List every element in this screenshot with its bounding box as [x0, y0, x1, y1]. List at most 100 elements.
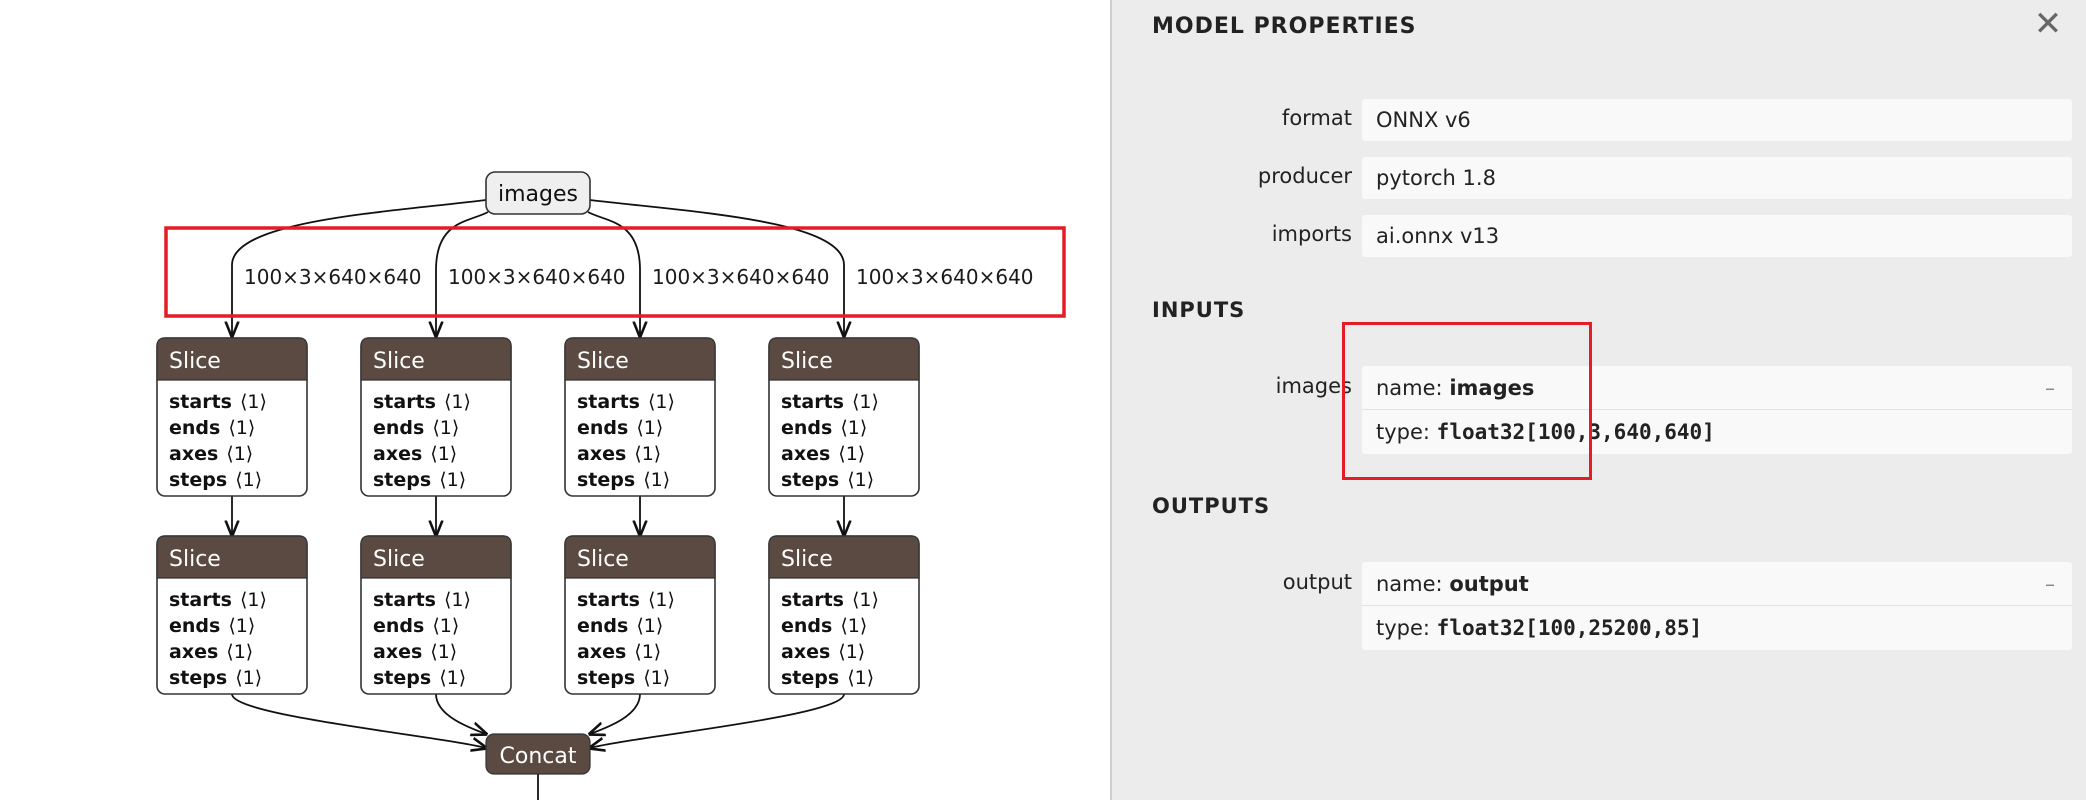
slice-node-header	[768, 337, 920, 381]
prop-value-format: ONNX v6	[1362, 99, 2072, 141]
slice-attr-axes: axes⟨1⟩	[577, 641, 661, 663]
output-box: name: output – type: float32[100,25200,8…	[1362, 562, 2072, 650]
slice-attr-starts: starts⟨1⟩	[577, 589, 675, 611]
input-type-prefix: type:	[1376, 420, 1437, 444]
outputs-section-title: OUTPUTS	[1152, 494, 1271, 518]
slice-node-title: Slice	[781, 547, 833, 572]
slice-attr-ends: ends⟨1⟩	[577, 417, 663, 439]
slice-attr-starts: starts⟨1⟩	[781, 589, 879, 611]
output-name-row: name: output –	[1362, 562, 2072, 606]
edge-label-2: 100×3×640×640	[448, 265, 626, 289]
slice-attr-starts: starts⟨1⟩	[577, 391, 675, 413]
input-name-prefix: name:	[1376, 376, 1450, 400]
output-label-output: output	[1282, 570, 1352, 594]
slice-nodes: Slicestarts⟨1⟩ends⟨1⟩axes⟨1⟩steps⟨1⟩Slic…	[156, 337, 920, 695]
slice-attr-starts: starts⟨1⟩	[169, 391, 267, 413]
output-name-prefix: name:	[1376, 572, 1450, 596]
inputs-section-title: INPUTS	[1152, 298, 1246, 322]
slice-attr-axes: axes⟨1⟩	[169, 641, 253, 663]
edge-label-4: 100×3×640×640	[856, 265, 1034, 289]
slice-attr-steps: steps⟨1⟩	[169, 469, 262, 491]
slice-node[interactable]: Slice starts⟨1⟩ ends⟨1⟩ axes⟨1⟩ steps⟨1⟩	[156, 337, 308, 497]
slice-attr-starts: starts⟨1⟩	[373, 391, 471, 413]
slice-attr-starts: starts⟨1⟩	[169, 589, 267, 611]
slice-node[interactable]: Slice starts⟨1⟩ ends⟨1⟩ axes⟨1⟩ steps⟨1⟩	[564, 337, 716, 497]
edge-images-slice4	[589, 199, 844, 336]
slice-node-header	[564, 535, 716, 579]
slice-attr-steps: steps⟨1⟩	[169, 667, 262, 689]
prop-value-imports: ai.onnx v13	[1362, 215, 2072, 257]
input-node-images[interactable]: images	[485, 171, 591, 215]
input-name-value: images	[1449, 376, 1535, 400]
graph-canvas[interactable]: 100×3×640×640 100×3×640×640 100×3×640×64…	[0, 0, 1110, 800]
slice-node-title: Slice	[577, 349, 629, 374]
edges-concat	[231, 693, 845, 800]
collapse-icon[interactable]: –	[2045, 572, 2055, 596]
edge-images-slice1	[232, 199, 487, 336]
slice-node[interactable]: Slice starts⟨1⟩ ends⟨1⟩ axes⟨1⟩ steps⟨1⟩	[360, 337, 512, 497]
slice-attr-starts: starts⟨1⟩	[781, 391, 879, 413]
slice-node[interactable]: Slice starts⟨1⟩ ends⟨1⟩ axes⟨1⟩ steps⟨1⟩	[564, 535, 716, 695]
edge-slice5-concat	[231, 693, 486, 748]
concat-node[interactable]: Concat	[485, 733, 591, 775]
slice-attr-axes: axes⟨1⟩	[577, 443, 661, 465]
slice-node-header	[156, 337, 308, 381]
slice-node[interactable]: Slice starts⟨1⟩ ends⟨1⟩ axes⟨1⟩ steps⟨1⟩	[156, 535, 308, 695]
prop-label-format: format	[1281, 106, 1352, 130]
prop-label-imports: imports	[1271, 222, 1352, 246]
slice-attr-steps: steps⟨1⟩	[577, 469, 670, 491]
slice-node-header	[768, 535, 920, 579]
edges-slice-chain	[232, 496, 844, 535]
slice-attr-axes: axes⟨1⟩	[373, 443, 457, 465]
input-type-row: type: float32[100,3,640,640]	[1362, 410, 2072, 454]
slice-attr-ends: ends⟨1⟩	[577, 615, 663, 637]
output-type-row: type: float32[100,25200,85]	[1362, 606, 2072, 650]
slice-attr-axes: axes⟨1⟩	[169, 443, 253, 465]
slice-node-title: Slice	[373, 349, 425, 374]
slice-node-header	[360, 535, 512, 579]
slice-attr-steps: steps⟨1⟩	[373, 667, 466, 689]
slice-attr-ends: ends⟨1⟩	[373, 615, 459, 637]
pane-splitter[interactable]	[1110, 0, 1112, 800]
input-label-images: images	[1275, 374, 1352, 398]
edge-label-1: 100×3×640×640	[244, 265, 422, 289]
slice-node-header	[156, 535, 308, 579]
slice-attr-ends: ends⟨1⟩	[373, 417, 459, 439]
prop-value-producer: pytorch 1.8	[1362, 157, 2072, 199]
slice-node-title: Slice	[373, 547, 425, 572]
slice-node-title: Slice	[169, 349, 221, 374]
input-images-box: name: images – type: float32[100,3,640,6…	[1362, 366, 2072, 454]
model-properties-panel: MODEL PROPERTIES ✕ format ONNX v6 produc…	[1112, 0, 2086, 800]
slice-attr-steps: steps⟨1⟩	[373, 469, 466, 491]
slice-attr-ends: ends⟨1⟩	[169, 417, 255, 439]
slice-attr-steps: steps⟨1⟩	[781, 667, 874, 689]
input-node-label: images	[498, 182, 578, 207]
input-type-value: float32[100,3,640,640]	[1436, 420, 1715, 444]
slice-attr-steps: steps⟨1⟩	[577, 667, 670, 689]
slice-node-title: Slice	[577, 547, 629, 572]
edge-label-3: 100×3×640×640	[652, 265, 830, 289]
concat-node-title: Concat	[500, 744, 577, 769]
edge-slice7-concat	[590, 693, 641, 734]
slice-node-header	[564, 337, 716, 381]
collapse-icon[interactable]: –	[2045, 376, 2055, 400]
edge-labels-highlight	[164, 226, 1066, 318]
prop-label-producer: producer	[1257, 164, 1352, 188]
close-icon[interactable]: ✕	[2033, 4, 2063, 44]
slice-attr-ends: ends⟨1⟩	[781, 417, 867, 439]
output-type-prefix: type:	[1376, 616, 1437, 640]
output-type-value: float32[100,25200,85]	[1436, 616, 1703, 640]
input-name-row: name: images –	[1362, 366, 2072, 410]
slice-node-header	[360, 337, 512, 381]
slice-attr-ends: ends⟨1⟩	[169, 615, 255, 637]
edge-slice6-concat	[435, 693, 486, 734]
slice-node-title: Slice	[781, 349, 833, 374]
edge-labels: 100×3×640×640 100×3×640×640 100×3×640×64…	[244, 265, 1034, 289]
graph-svg: 100×3×640×640 100×3×640×640 100×3×640×64…	[156, 171, 1066, 800]
slice-node-title: Slice	[169, 547, 221, 572]
slice-attr-axes: axes⟨1⟩	[373, 641, 457, 663]
output-name-value: output	[1449, 572, 1529, 596]
